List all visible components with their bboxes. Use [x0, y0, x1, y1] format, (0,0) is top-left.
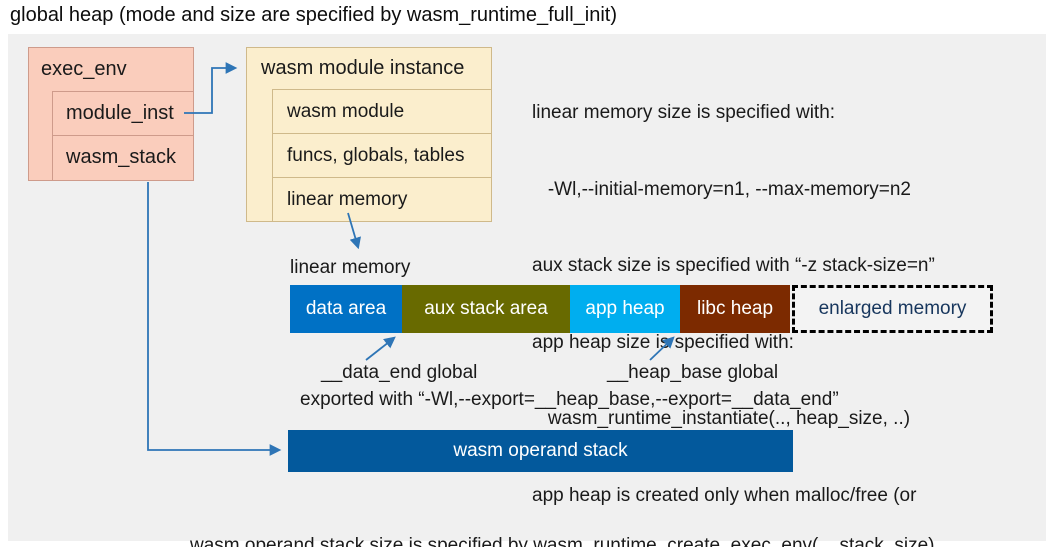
- linear-memory-bar: data area aux stack area app heap libc h…: [290, 285, 790, 333]
- data-end-global-label: __data_end global: [321, 362, 478, 383]
- note-line: app heap size is specified with:: [532, 331, 794, 353]
- exec-env-row-module-inst: module_inst: [52, 91, 194, 136]
- note-line: aux stack size is specified with “-z sta…: [532, 255, 935, 276]
- linear-memory-label: linear memory: [290, 257, 411, 278]
- note-line: -Wl,--initial-memory=n1, --max-memory=n2: [532, 178, 911, 200]
- segment-aux-stack-area: aux stack area: [402, 285, 570, 333]
- segment-libc-heap: libc heap: [680, 285, 790, 333]
- exec-env-title: exec_env: [41, 58, 127, 80]
- heap-base-global-label: __heap_base global: [607, 362, 779, 383]
- note-line: app heap is created only when malloc/fre…: [532, 484, 917, 506]
- note-line: wasm_runtime_instantiate(.., heap_size, …: [532, 408, 911, 429]
- enlarged-memory-box: enlarged memory: [792, 285, 993, 333]
- segment-data-area: data area: [290, 285, 402, 333]
- note-line: linear memory size is specified with:: [532, 102, 836, 123]
- memory-size-notes: linear memory size is specified with: -W…: [532, 49, 935, 547]
- module-row-linear-memory: linear memory: [272, 177, 492, 222]
- exec-env-row-wasm-stack: wasm_stack: [52, 135, 194, 181]
- module-row-wasm-module: wasm module: [272, 89, 492, 134]
- module-instance-title: wasm module instance: [261, 57, 465, 79]
- operand-stack-notes: wasm operand stack size is specified by …: [190, 478, 935, 547]
- segment-app-heap: app heap: [570, 285, 680, 333]
- exported-with-note: exported with “-Wl,--export=__heap_base,…: [300, 389, 839, 410]
- operand-stack-bar: wasm operand stack: [288, 430, 793, 472]
- note-line: wasm operand stack size is specified by …: [190, 535, 935, 547]
- module-row-funcs-globals-tables: funcs, globals, tables: [272, 133, 492, 178]
- page-title: global heap (mode and size are specified…: [10, 4, 617, 26]
